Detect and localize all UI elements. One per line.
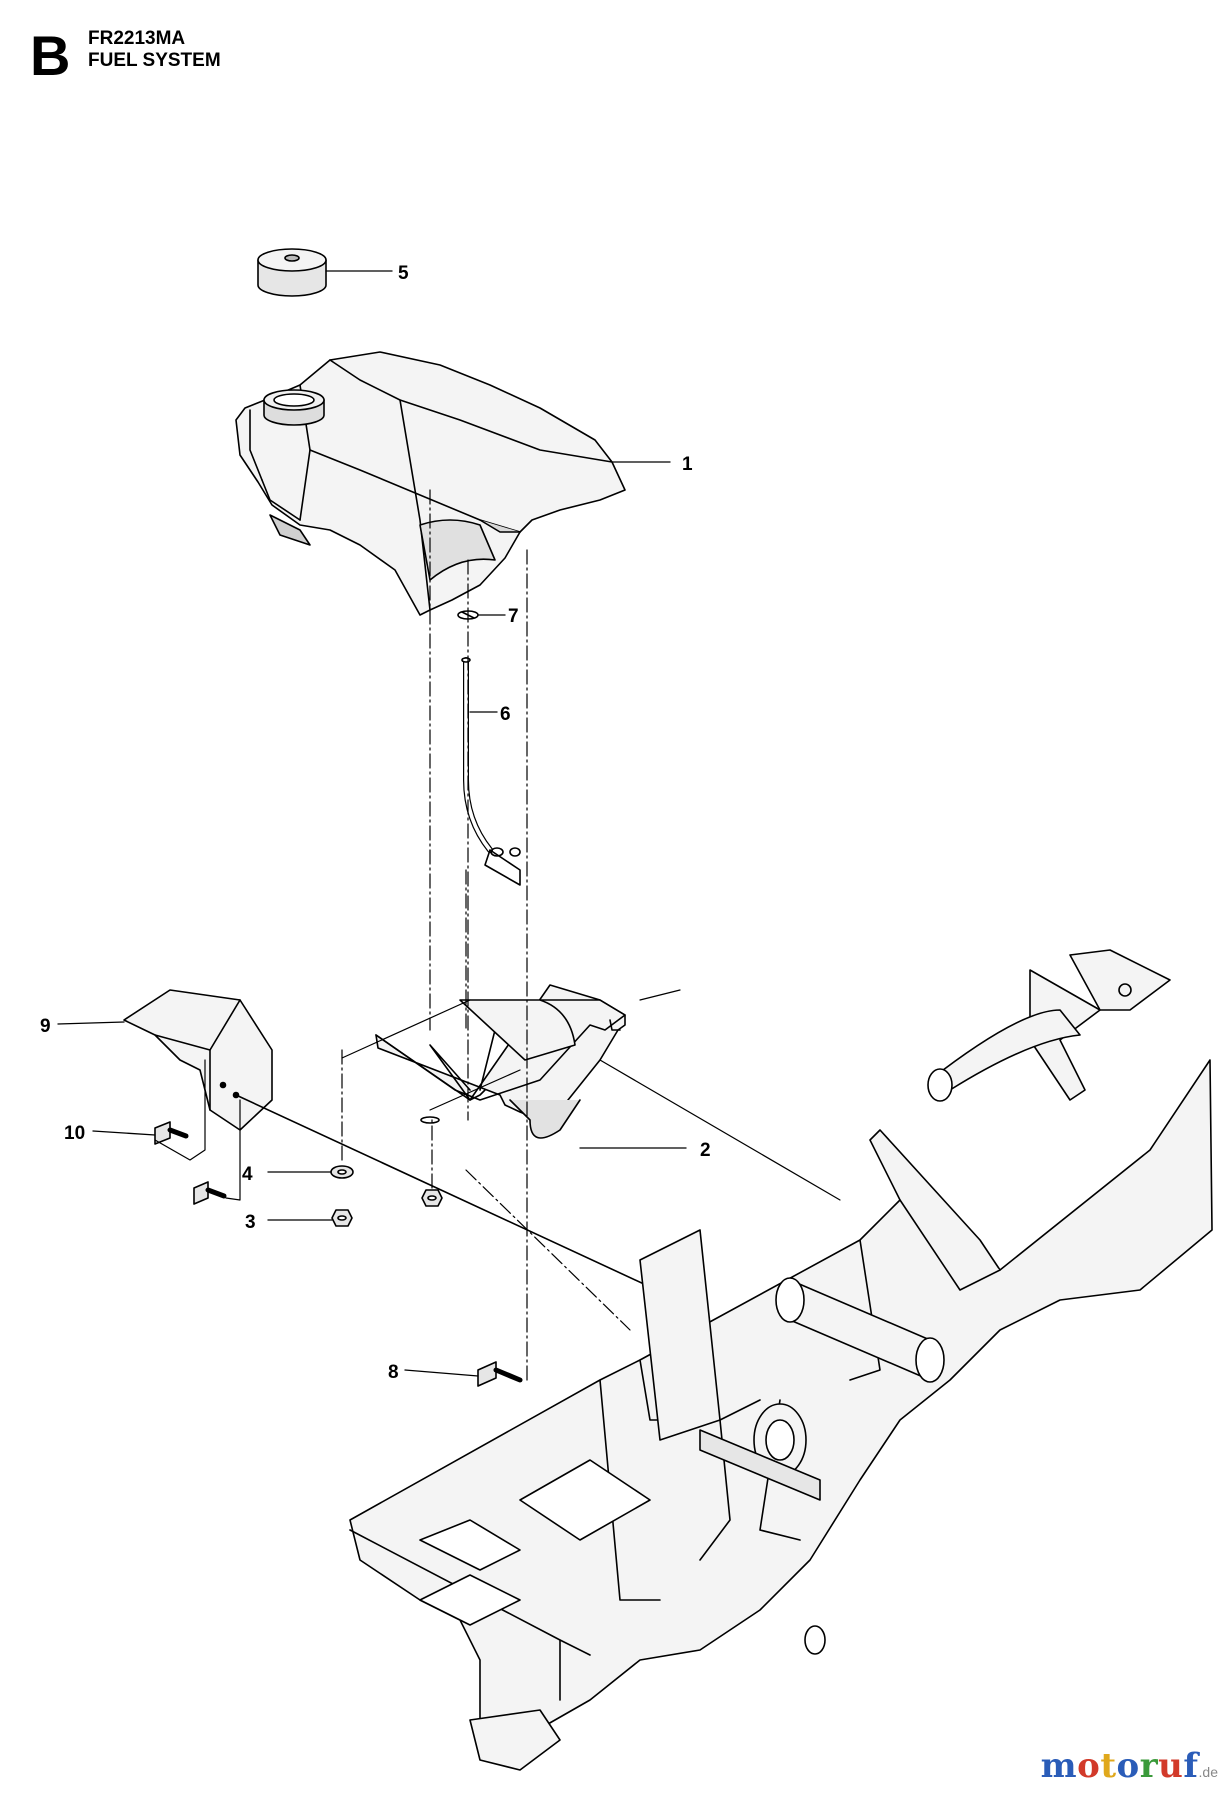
pivot-tube <box>775 1277 945 1383</box>
callout-7: 7 <box>508 606 519 627</box>
callout-1: 1 <box>682 454 693 475</box>
washer <box>330 1165 354 1179</box>
watermark-letter: o <box>1116 1746 1140 1786</box>
callout-6: 6 <box>500 704 511 725</box>
heat-shield <box>123 989 273 1131</box>
fuel-hose <box>461 657 521 886</box>
frame-tube <box>927 1009 1081 1102</box>
callout-10: 10 <box>64 1123 85 1144</box>
watermark-letter: r <box>1139 1746 1159 1786</box>
model-number: FR2213MA <box>88 28 186 49</box>
throttle-cable <box>235 1094 701 1311</box>
hex-nut-center <box>421 1189 443 1207</box>
callout-5: 5 <box>398 263 409 284</box>
watermark-letter: t <box>1100 1746 1117 1786</box>
callout-8: 8 <box>388 1362 399 1383</box>
alignment-lines <box>341 489 528 1381</box>
leader-connectors <box>154 869 841 1331</box>
frame-chassis <box>349 949 1213 1741</box>
callout-4: 4 <box>242 1164 253 1185</box>
section-letter: B <box>30 24 71 87</box>
watermark-logo: motoruf.de <box>1041 1746 1218 1786</box>
axle-bearing <box>699 1403 821 1501</box>
watermark-letter: f <box>1183 1746 1199 1786</box>
callout-leaders <box>57 270 687 1377</box>
fuel-cap <box>257 248 327 297</box>
bolt-center <box>477 1361 523 1387</box>
bolt-lower <box>193 1181 227 1205</box>
watermark-brand: motoruf <box>1041 1746 1199 1786</box>
tank-bracket <box>375 984 626 1139</box>
rear-bracket <box>469 1625 826 1771</box>
hex-nut-left <box>331 1209 353 1227</box>
fuel-tank <box>235 351 626 616</box>
watermark-tld: .de <box>1198 1764 1218 1780</box>
bolt-upper <box>154 1121 189 1145</box>
watermark-letter: o <box>1077 1746 1101 1786</box>
callout-9: 9 <box>40 1016 51 1037</box>
callout-3: 3 <box>245 1212 256 1233</box>
callout-2: 2 <box>700 1140 711 1161</box>
diagram-title: FUEL SYSTEM <box>88 50 221 71</box>
watermark-letter: u <box>1158 1746 1184 1786</box>
watermark-letter: m <box>1040 1746 1078 1786</box>
